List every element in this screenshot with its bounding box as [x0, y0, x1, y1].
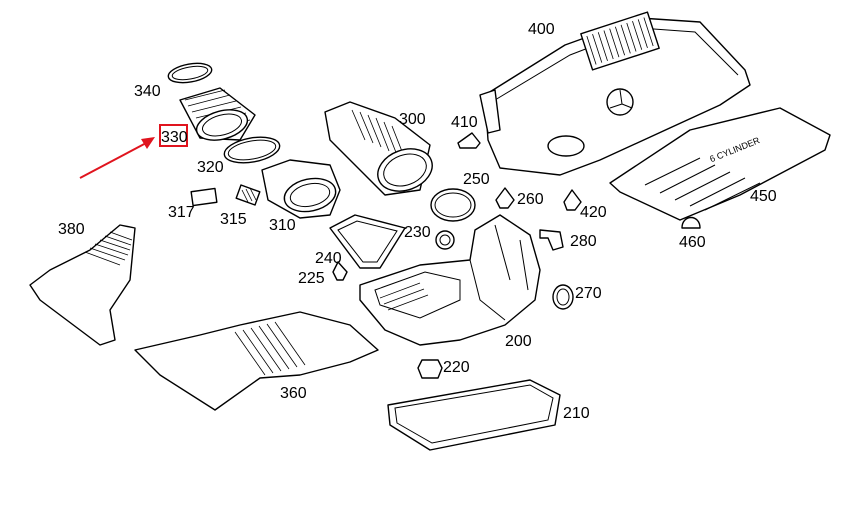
label-400[interactable]: 400	[528, 21, 555, 38]
label-317[interactable]: 317	[168, 204, 195, 221]
o-ring-250[interactable]	[430, 188, 476, 222]
label-300[interactable]: 300	[399, 111, 426, 128]
grommet-260[interactable]	[495, 187, 515, 209]
label-210[interactable]: 210	[563, 405, 590, 422]
label-320[interactable]: 320	[197, 159, 224, 176]
label-220[interactable]: 220	[443, 359, 470, 376]
grommet-410[interactable]	[457, 132, 481, 149]
sensor-315[interactable]	[235, 184, 261, 206]
grommet-220[interactable]	[417, 359, 443, 379]
label-260[interactable]: 260	[517, 191, 544, 208]
air-duct-360[interactable]	[134, 311, 379, 411]
label-315[interactable]: 315	[220, 211, 247, 228]
grommet-225[interactable]	[332, 261, 348, 281]
label-280[interactable]: 280	[570, 233, 597, 250]
label-360[interactable]: 360	[280, 385, 307, 402]
label-330[interactable]: 330	[161, 129, 188, 146]
mercedes-star-icon	[606, 88, 634, 116]
bellows-330[interactable]	[179, 87, 256, 145]
grommet-420[interactable]	[563, 189, 582, 211]
engine-cover-450[interactable]: 6 CYLINDER	[609, 107, 831, 221]
highlight-box	[159, 124, 188, 147]
label-420[interactable]: 420	[580, 204, 607, 221]
label-tag-317[interactable]	[190, 187, 218, 207]
label-270[interactable]: 270	[575, 285, 602, 302]
pointer-arrow-line	[79, 141, 149, 179]
pointer-arrowhead	[141, 137, 155, 149]
gasket-240[interactable]	[329, 214, 406, 269]
filter-housing-200[interactable]	[359, 214, 541, 346]
engine-cover-400[interactable]	[479, 11, 751, 176]
air-filter-210[interactable]	[387, 379, 561, 451]
label-200[interactable]: 200	[505, 333, 532, 350]
label-410[interactable]: 410	[451, 114, 478, 131]
label-380[interactable]: 380	[58, 221, 85, 238]
seal-230[interactable]	[435, 230, 455, 250]
sensor-280[interactable]	[539, 229, 564, 251]
label-230[interactable]: 230	[404, 224, 431, 241]
label-250[interactable]: 250	[463, 171, 490, 188]
label-310[interactable]: 310	[269, 217, 296, 234]
air-mass-housing-310[interactable]	[261, 159, 341, 219]
seal-ring-320[interactable]	[222, 133, 281, 166]
air-duct-380[interactable]	[29, 224, 136, 346]
label-225[interactable]: 225	[298, 270, 325, 287]
label-240[interactable]: 240	[315, 250, 342, 267]
intake-pipe-300[interactable]	[324, 101, 438, 198]
label-340[interactable]: 340	[134, 83, 161, 100]
grommet-460[interactable]	[681, 216, 701, 229]
seal-270[interactable]	[552, 284, 574, 310]
hose-clamp-340[interactable]	[167, 60, 213, 85]
label-460[interactable]: 460	[679, 234, 706, 251]
label-450[interactable]: 450	[750, 188, 777, 205]
